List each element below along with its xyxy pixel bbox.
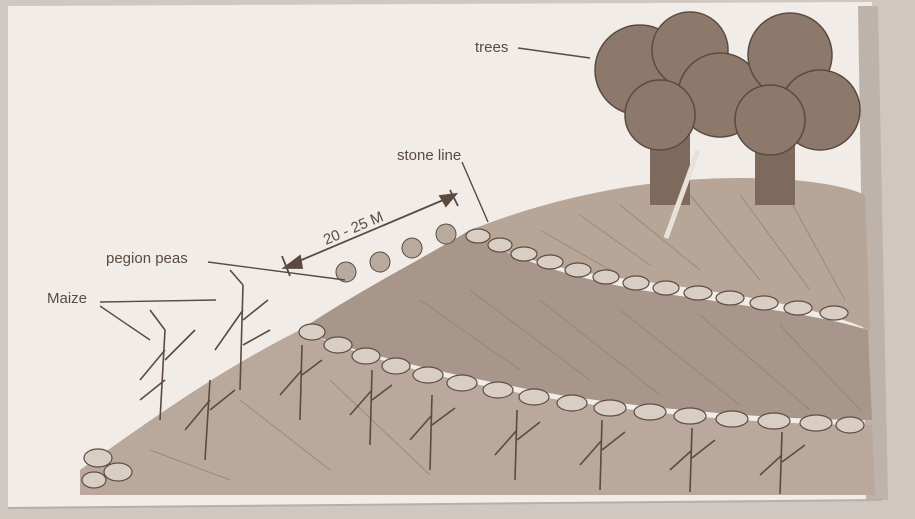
label-pigeon-peas: pegion peas bbox=[106, 250, 188, 267]
label-maize: Maize bbox=[47, 290, 87, 307]
label-trees: trees bbox=[475, 39, 508, 56]
label-stone-line: stone line bbox=[397, 147, 461, 164]
